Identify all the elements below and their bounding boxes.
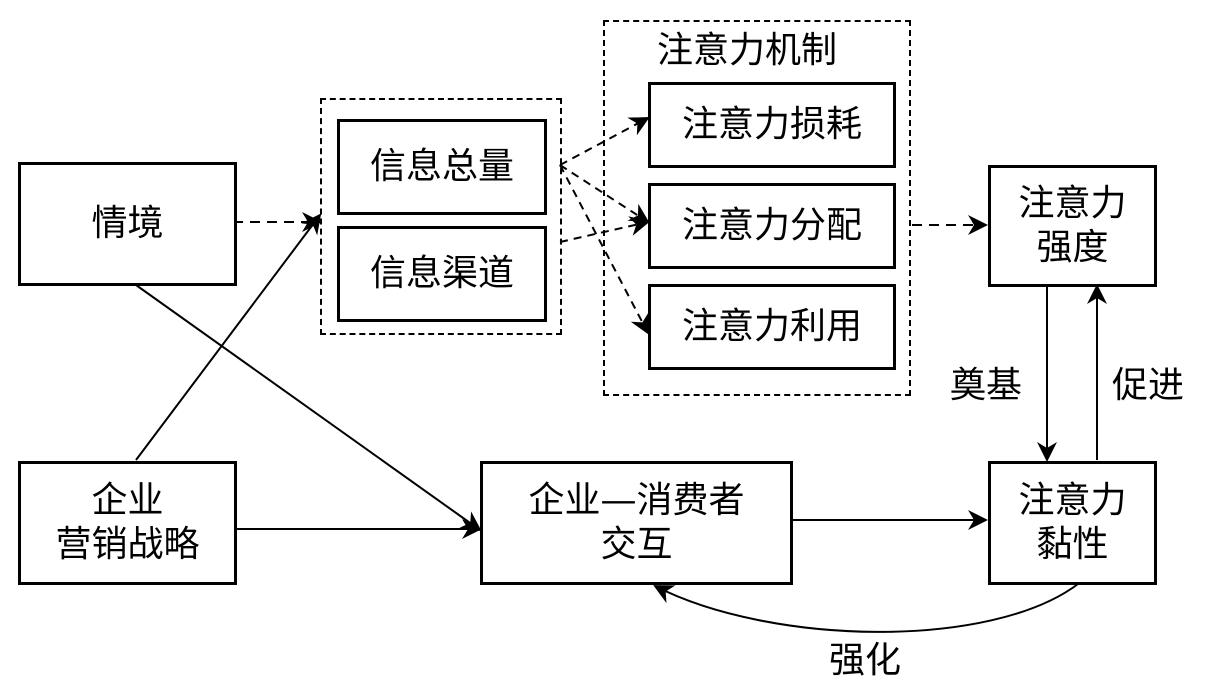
strategy-label-line2: 营销战略 <box>55 524 200 565</box>
strengthen-edge-label: 强化 <box>829 640 902 681</box>
allocation-box: 注意力分配 <box>648 183 896 269</box>
arrow-info-to-utilization <box>559 164 649 335</box>
arrow-situation-to-interaction <box>135 284 482 532</box>
info-total-label: 信息总量 <box>369 146 514 187</box>
utilization-box: 注意力利用 <box>648 284 896 370</box>
intensity-label-line1: 注意力 <box>1018 183 1127 224</box>
arrow-stickiness-to-interaction <box>653 583 1079 633</box>
foundation-edge-label: 奠基 <box>950 365 1023 406</box>
stickiness-box: 注意力 黏性 <box>988 461 1157 585</box>
arrow-strategy-to-info <box>135 213 322 461</box>
strategy-label-line1: 企业 <box>91 480 164 521</box>
utilization-label: 注意力利用 <box>681 306 862 347</box>
mechanism-group-frame <box>603 20 911 396</box>
interaction-label-line1: 企业—消费者 <box>528 480 745 521</box>
intensity-box: 注意力 强度 <box>988 165 1157 287</box>
strategy-box: 企业 营销战略 <box>18 461 237 585</box>
info-channel-box: 信息渠道 <box>337 226 547 322</box>
stickiness-label-line1: 注意力 <box>1018 480 1127 521</box>
situation-label: 情境 <box>91 203 164 244</box>
intensity-label-line2: 强度 <box>1036 227 1109 268</box>
allocation-label: 注意力分配 <box>681 205 862 246</box>
info-group-frame <box>320 98 562 335</box>
info-channel-label: 信息渠道 <box>369 253 514 294</box>
situation-box: 情境 <box>18 162 237 286</box>
promote-edge-label: 促进 <box>1112 365 1185 406</box>
mechanism-title: 注意力机制 <box>657 30 838 71</box>
interaction-box: 企业—消费者 交互 <box>480 461 793 585</box>
arrow-info-to-allocation <box>559 164 650 224</box>
interaction-label-line2: 交互 <box>600 524 673 565</box>
stickiness-label-line2: 黏性 <box>1036 524 1109 565</box>
consumption-label: 注意力损耗 <box>681 104 862 145</box>
info-total-box: 信息总量 <box>337 119 547 215</box>
consumption-box: 注意力损耗 <box>648 82 896 168</box>
